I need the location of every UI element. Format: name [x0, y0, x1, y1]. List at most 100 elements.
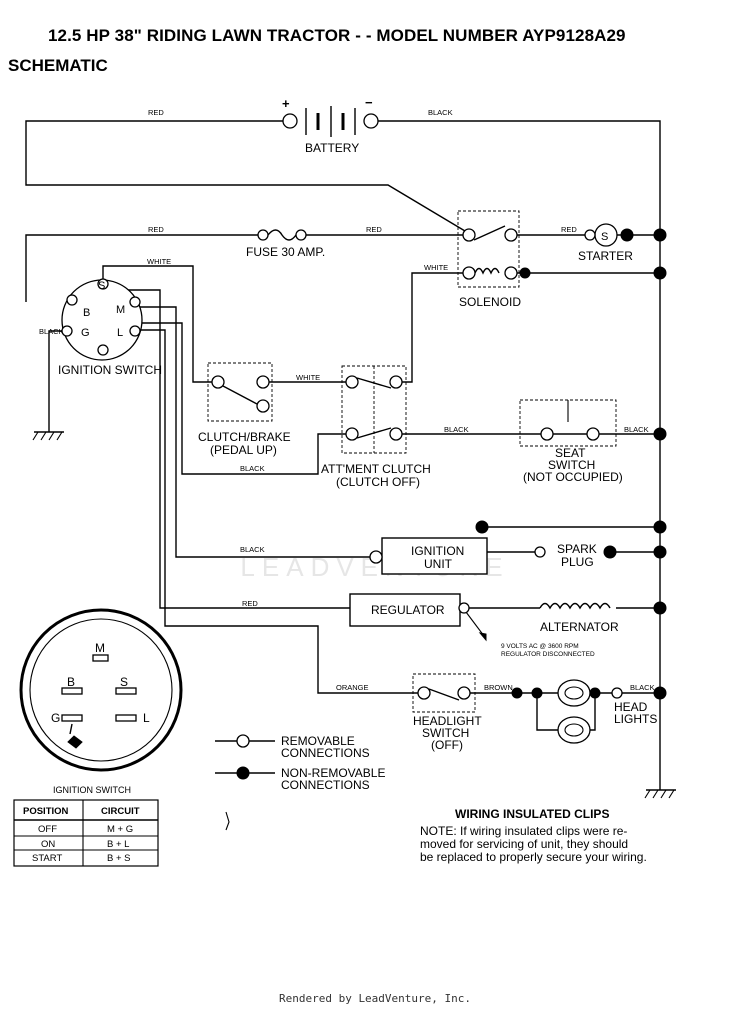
footer-credit: Rendered by LeadVenture, Inc.	[278, 992, 472, 1005]
seat-switch: SEAT SWITCH (NOT OCCUPIED)	[519, 399, 623, 484]
regulator-note-pointer	[465, 611, 485, 637]
att-clutch-sublabel: (CLUTCH OFF)	[336, 475, 420, 489]
wire-label-black-battery: BLACK	[428, 108, 453, 117]
black-wire-ignition-unit	[140, 306, 375, 558]
seat-switch-label-3: (NOT OCCUPIED)	[523, 470, 623, 484]
legend-removable-2: CONNECTIONS	[281, 746, 370, 760]
wire-label-black-clutch: BLACK	[240, 464, 265, 473]
white-wire-solenoid	[398, 272, 463, 383]
wire-label-red-battery: RED	[148, 108, 164, 117]
solenoid-label: SOLENOID	[459, 295, 521, 309]
clutch-brake-sublabel: (PEDAL UP)	[210, 443, 277, 457]
att-clutch-label: ATT'MENT CLUTCH	[321, 462, 431, 476]
clutch-brake-switch: CLUTCH/BRAKE (PEDAL UP)	[198, 362, 291, 457]
battery-label: BATTERY	[305, 141, 359, 155]
wire-label-black-seat: BLACK	[444, 425, 469, 434]
ground-bus-junctions	[653, 228, 667, 700]
clips-note-title: WIRING INSULATED CLIPS	[455, 807, 609, 821]
table-row-off-circuit: M + G	[107, 824, 133, 835]
white-wire-start	[102, 265, 215, 383]
ignition-switch: S B M G L IGNITION SWITCH	[58, 278, 162, 377]
wire-color-labels: RED BLACK RED RED RED WHITE WHITE WHITE …	[39, 108, 655, 692]
starter: S STARTER	[578, 223, 634, 263]
spark-plug: SPARK PLUG	[534, 542, 617, 569]
fuse-input-wire	[25, 234, 258, 302]
wire-label-brown: BROWN	[484, 683, 513, 692]
ground-bus-wire	[371, 120, 661, 790]
table-row-on-position: ON	[41, 839, 55, 850]
fuse: FUSE 30 AMP.	[246, 229, 325, 259]
legend-non-removable-2: CONNECTIONS	[281, 778, 370, 792]
wire-label-white-solenoid: WHITE	[424, 263, 448, 272]
wire-label-red-regulator: RED	[242, 599, 258, 608]
wire-label-black-ignition-unit: BLACK	[240, 545, 265, 554]
clutch-brake-label: CLUTCH/BRAKE	[198, 430, 291, 444]
regulator-note-line-1: 9 VOLTS AC @ 3600 RPM	[501, 643, 579, 650]
chassis-ground-left	[32, 431, 64, 441]
headlight-switch: HEADLIGHT SWITCH (OFF)	[412, 673, 482, 752]
battery-minus-sign: −	[365, 95, 373, 110]
table-header-circuit: CIRCUIT	[101, 806, 140, 817]
table-row-off-position: OFF	[38, 824, 57, 835]
black-wire-ground	[48, 330, 64, 432]
wire-label-black-ground: BLACK	[39, 327, 64, 336]
detail-label: IGNITION SWITCH	[53, 785, 131, 795]
detail-pin-l: L	[143, 711, 150, 725]
detail-pin-b: B	[67, 675, 75, 689]
wiring-clips-note: WIRING INSULATED CLIPS NOTE: If wiring i…	[420, 807, 647, 864]
ignition-unit-label-2: UNIT	[424, 557, 453, 571]
non-removable-connection-symbol	[236, 766, 250, 780]
battery-positive-terminal	[282, 113, 298, 129]
clips-note-line-1: NOTE: If wiring insulated clips were re-	[420, 824, 627, 838]
orange-wire-headlight	[140, 329, 420, 694]
ignition-switch-detail: M B S G L IGNITION SWITCH	[19, 608, 183, 795]
ignition-unit-label: IGNITION	[411, 544, 464, 558]
wire-label-white-clutch: WHITE	[296, 373, 320, 382]
wire-label-orange: ORANGE	[336, 683, 369, 692]
alternator: ALTERNATOR	[539, 602, 619, 634]
wire-label-white-ignition: WHITE	[147, 257, 171, 266]
clips-note-line-2: moved for servicing of unit, they should	[420, 837, 628, 851]
table-row-on-circuit: B + L	[107, 839, 129, 850]
fuse-label: FUSE 30 AMP.	[246, 245, 325, 259]
legend-removable: REMOVABLE	[281, 734, 355, 748]
wire-label-black-headlights: BLACK	[630, 683, 655, 692]
detail-pin-s: S	[120, 675, 128, 689]
spark-plug-label-2: PLUG	[561, 555, 594, 569]
spark-plug-label: SPARK	[557, 542, 597, 556]
black-wire-att-clutch	[130, 322, 350, 475]
page-title: 12.5 HP 38" RIDING LAWN TRACTOR - - MODE…	[48, 26, 626, 45]
wire-label-red-starter: RED	[561, 225, 577, 234]
connection-legend: REMOVABLE CONNECTIONS NON-REMOVABLE CONN…	[215, 734, 385, 792]
regulator-label: REGULATOR	[371, 603, 445, 617]
table-row-start-position: START	[32, 853, 62, 864]
starter-symbol: S	[601, 231, 608, 243]
wire-label-red-solenoid: RED	[366, 225, 382, 234]
head-lights-label: HEAD	[614, 700, 648, 714]
ignition-pin-g: G	[81, 327, 90, 339]
head-lights: HEAD LIGHTS	[511, 679, 657, 744]
switch-position-table: POSITION CIRCUIT OFF M + G ON B + L STAR…	[13, 799, 159, 867]
battery-negative-terminal	[363, 113, 379, 129]
headlight-switch-label-3: (OFF)	[431, 738, 463, 752]
wire-label-black-seat-out: BLACK	[624, 425, 649, 434]
head-lights-label-2: LIGHTS	[614, 712, 657, 726]
headlight-switch-label-2: SWITCH	[422, 726, 469, 740]
solenoid: SOLENOID	[457, 210, 531, 309]
seat-switch-label-2: SWITCH	[548, 458, 595, 472]
page-subtitle: SCHEMATIC	[8, 56, 108, 75]
headlight-switch-label: HEADLIGHT	[413, 714, 482, 728]
ignition-pin-m: M	[116, 304, 125, 316]
alternator-label: ALTERNATOR	[540, 620, 619, 634]
regulator: REGULATOR 9 VOLTS AC @ 3600 RPM REGULATO…	[349, 593, 595, 658]
removable-connection-symbol	[236, 734, 250, 748]
attachment-clutch-switch: ATT'MENT CLUTCH (CLUTCH OFF)	[321, 365, 431, 489]
ignition-pin-s: S	[98, 280, 105, 292]
detail-pin-g: G	[51, 711, 60, 725]
detail-pin-m: M	[95, 641, 105, 655]
wire-label-red-fuse: RED	[148, 225, 164, 234]
seat-switch-label: SEAT	[555, 446, 586, 460]
regulator-note-line-2: REGULATOR DISCONNECTED	[501, 651, 595, 658]
ignition-pin-b: B	[83, 307, 90, 319]
